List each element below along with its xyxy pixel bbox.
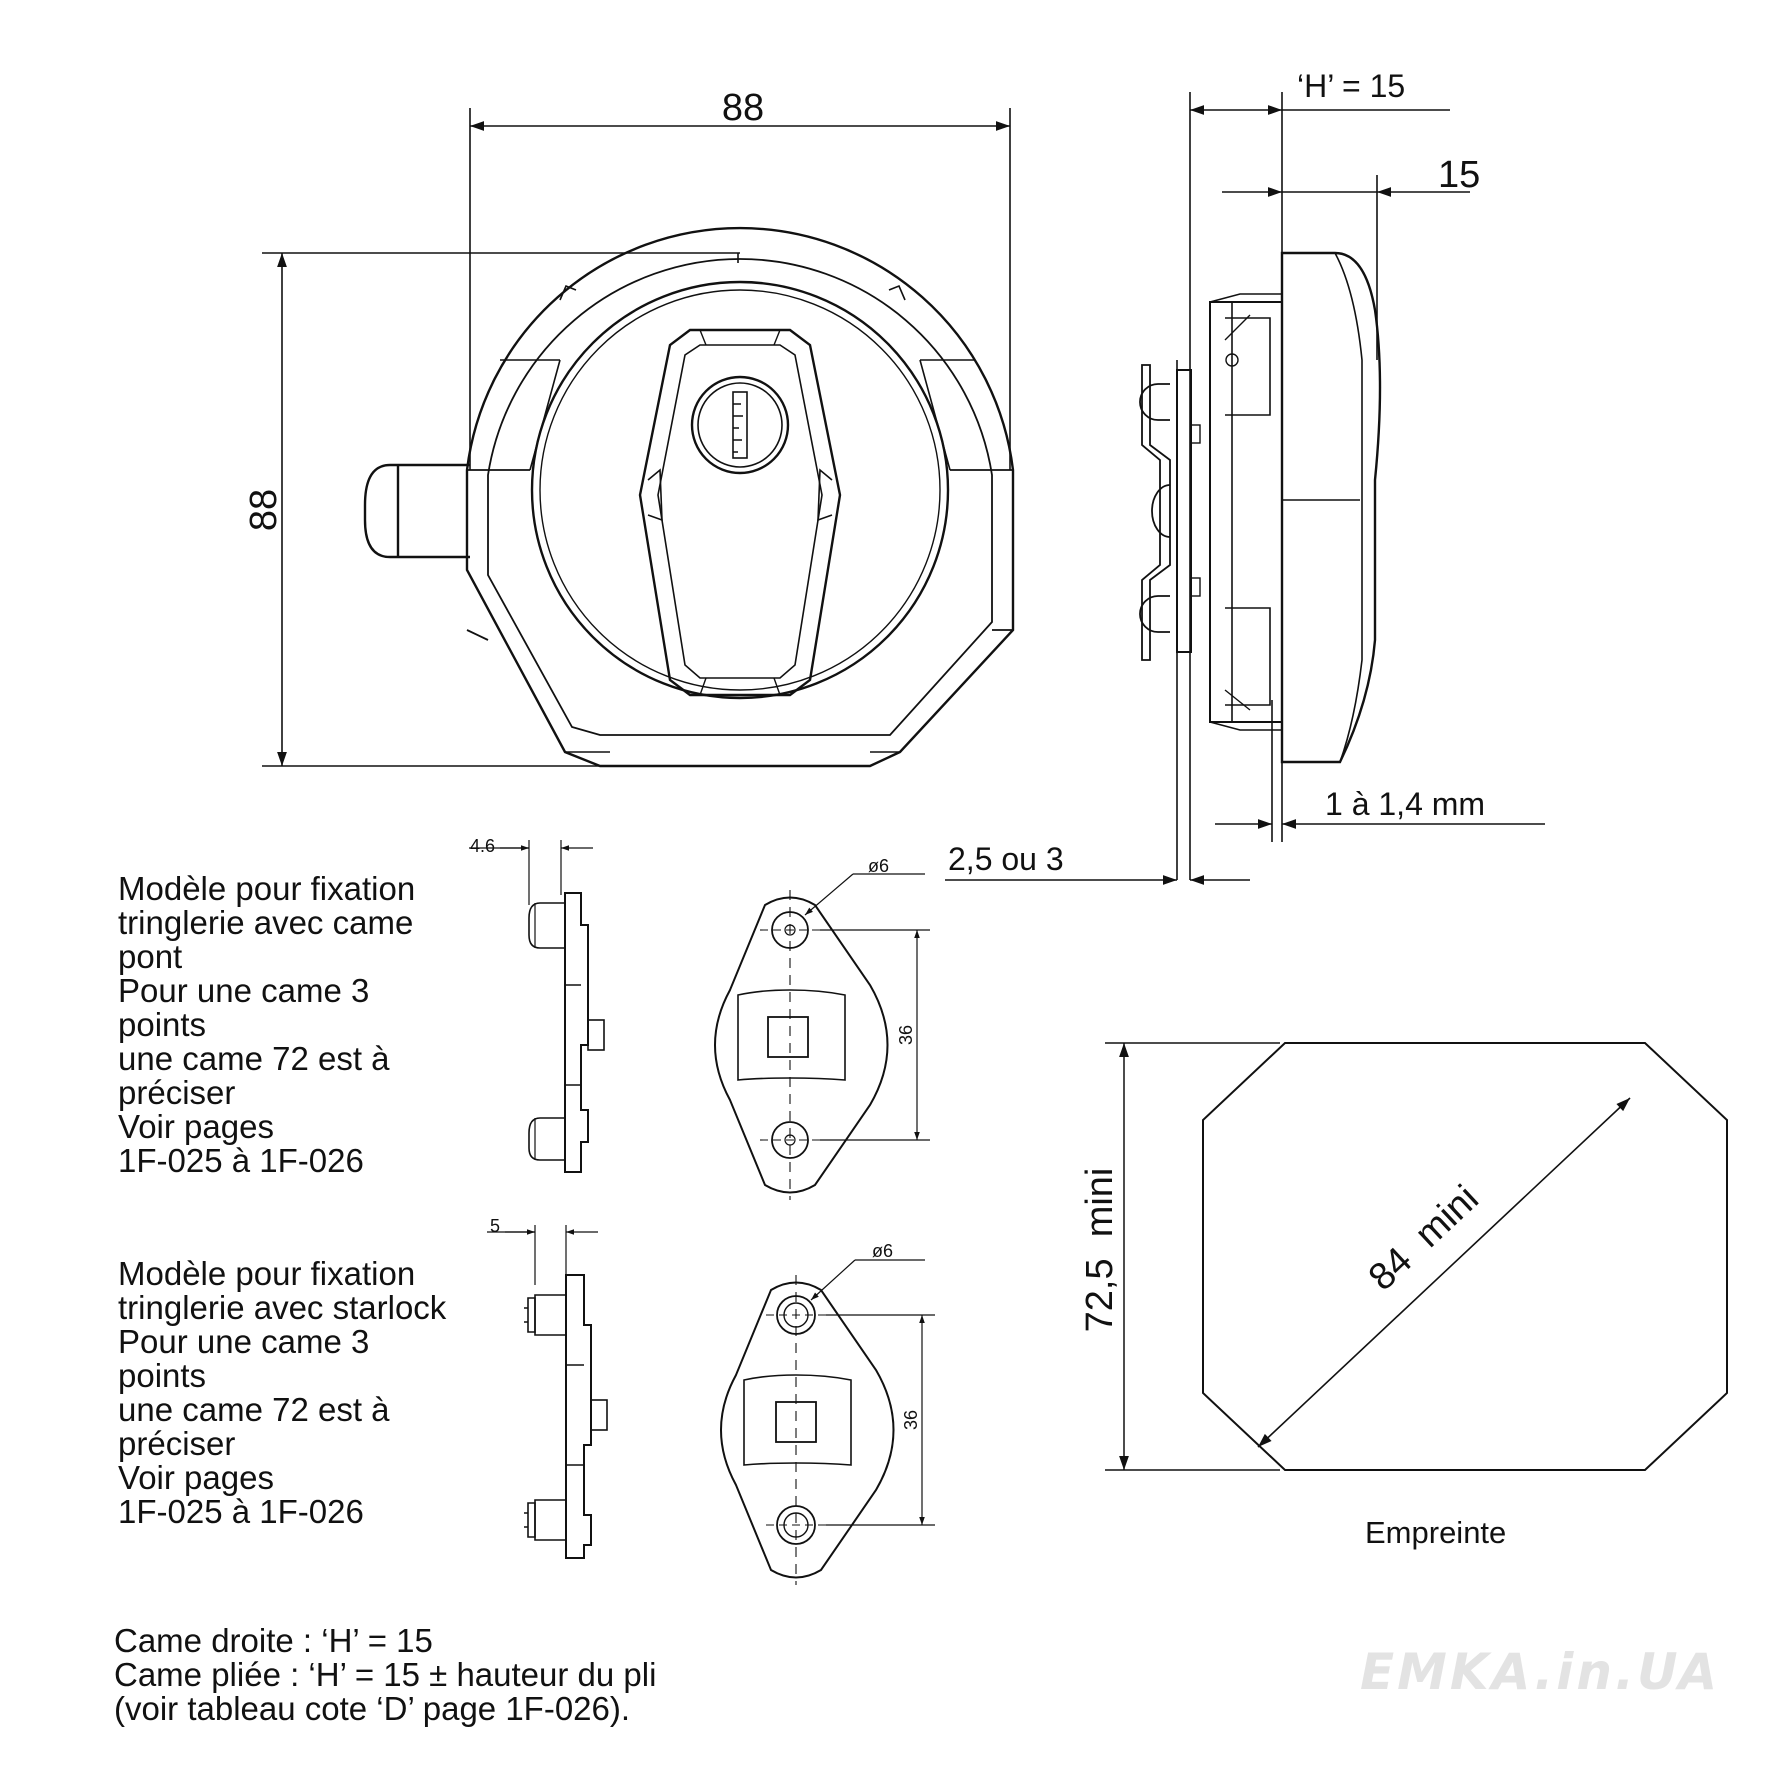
lock-body-outline (465, 226, 1015, 768)
cutout-caption: Empreinte (1365, 1515, 1507, 1550)
cutout-diagonal-label: 84 mini (1361, 1177, 1487, 1298)
cutout-view (1105, 1042, 1728, 1471)
front-view (262, 108, 1015, 768)
panel-label: 2,5 ou 3 (948, 841, 1064, 877)
width-label: 88 (722, 87, 764, 129)
starlock-view (487, 1225, 935, 1585)
dimension-labels: 88 88 ‘H’ = 15 15 1 à 1,4 mm 2,5 ou 3 4.… (243, 68, 1487, 1430)
cutout-diagonal-line (1257, 1097, 1631, 1448)
h-label: ‘H’ = 15 (1297, 68, 1405, 104)
starlock-note: Modèle pour fixation tringlerie avec sta… (118, 1255, 447, 1530)
bridge-offset-label: 4.6 (470, 836, 495, 856)
side-view (945, 92, 1545, 885)
gap-label: 1 à 1,4 mm (1325, 786, 1485, 822)
side-cover (1280, 251, 1382, 764)
cutout-outline (1202, 1042, 1728, 1471)
bridge-cam-note: Modèle pour fixation tringlerie avec cam… (118, 870, 416, 1179)
starlock-spacing-label: 36 (901, 1410, 921, 1430)
starlock-profile (565, 1274, 592, 1559)
watermark-logo: EMKA.in.UA (1360, 1643, 1721, 1701)
rotary-disc (530, 280, 950, 700)
height-label: 88 (243, 489, 285, 531)
latch-bolt (363, 463, 470, 559)
bridge-cam-plate (714, 896, 889, 1194)
cam-bracket (1141, 364, 1171, 661)
cutout-height-label: 72,5 mini (1079, 1168, 1121, 1333)
starlock-offset-label: 5 (490, 1216, 500, 1236)
bridge-cam-view (469, 840, 930, 1200)
starlock-plate (720, 1281, 895, 1579)
footer-note: Came droite : ‘H’ = 15 Came pliée : ‘H’ … (114, 1622, 657, 1727)
handle (638, 328, 842, 697)
starlock-hole-label: ø6 (872, 1241, 893, 1261)
bridge-cam-profile (564, 892, 589, 1173)
bridge-spacing-label: 36 (896, 1025, 916, 1045)
bridge-hole-label: ø6 (868, 856, 889, 876)
key-cylinder (690, 375, 790, 475)
depth-label: 15 (1438, 154, 1480, 196)
